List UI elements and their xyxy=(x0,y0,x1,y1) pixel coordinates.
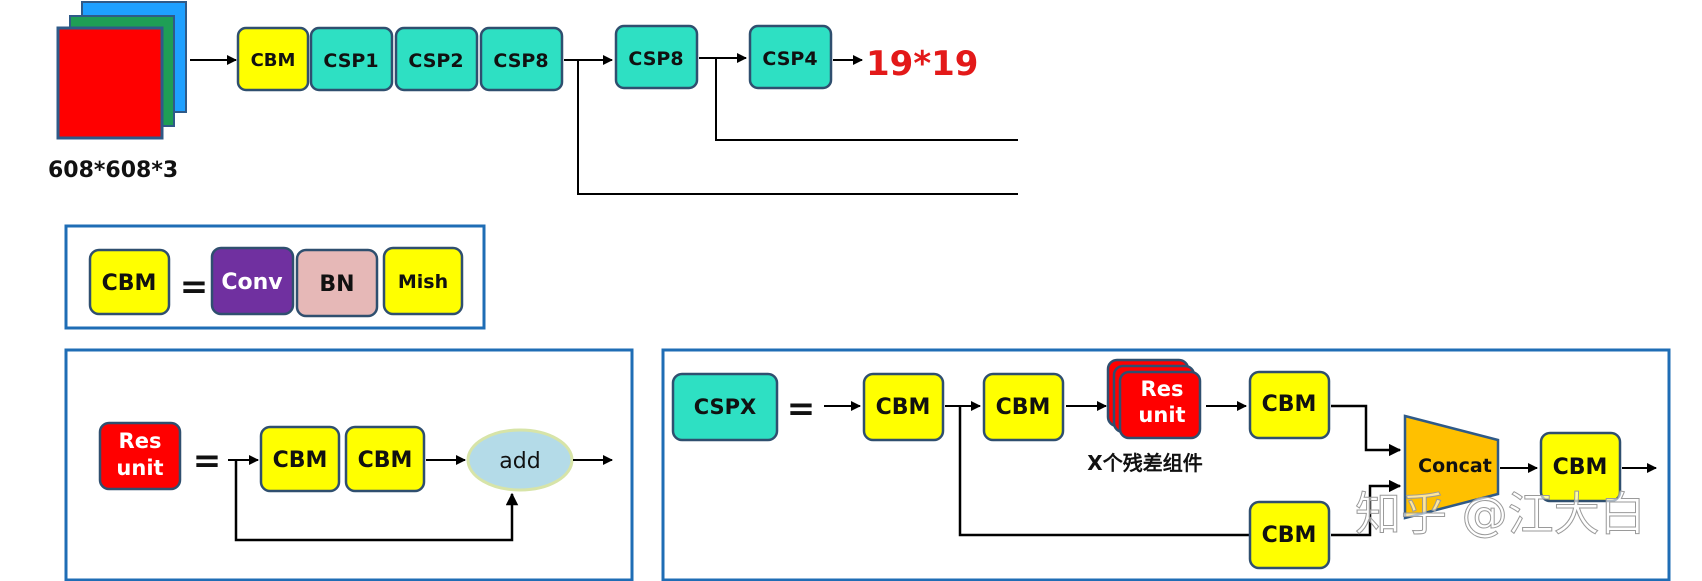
cspx-arrow-bottom-concat xyxy=(1331,479,1402,537)
concat-block: Concat xyxy=(1403,414,1500,520)
backbone-csp4-block: CSP4 xyxy=(748,24,833,90)
add-node: add xyxy=(466,428,574,492)
bn-block: BN xyxy=(295,248,379,318)
res-skip-connection xyxy=(234,460,519,542)
cspx-legend-frame xyxy=(661,348,1671,581)
conv-label: Conv xyxy=(221,270,283,295)
backbone-csp4-label: CSP4 xyxy=(762,48,817,70)
cspx-lhs-label: CSPX xyxy=(694,395,757,419)
cspx-res-line2: unit xyxy=(1138,403,1185,427)
cspx-cbm-block-3: CBM xyxy=(1248,370,1331,440)
cspx-arrow-cbm3-concat xyxy=(1331,404,1402,457)
res-cbm-block-1: CBM xyxy=(259,425,341,493)
concat-label: Concat xyxy=(1418,455,1492,477)
res-unit-lhs-block: Res unit xyxy=(98,421,182,491)
mish-label: Mish xyxy=(398,271,448,293)
cspx-cbm-block-2: CBM xyxy=(982,372,1065,442)
backbone-cbm-block: CBM xyxy=(236,26,310,92)
backbone-csp8-second-label: CSP8 xyxy=(628,48,683,70)
cspx-cbm-label-1: CBM xyxy=(876,395,931,420)
backbone-cbm-label: CBM xyxy=(251,50,296,71)
cspx-cbm-block-1: CBM xyxy=(862,372,945,442)
cspx-lhs-block: CSPX xyxy=(671,372,779,442)
res-unit-lhs-line2: unit xyxy=(116,456,163,480)
cspx-res-caption: X个残差组件 xyxy=(1087,451,1202,475)
cspx-res-unit-stack: Res unit xyxy=(1106,358,1202,440)
res-unit-lhs-line1: Res xyxy=(119,429,162,453)
input-image-stack xyxy=(56,1,187,140)
cspx-cbm-label-3: CBM xyxy=(1262,392,1317,417)
branch-line-lower xyxy=(577,60,1018,195)
backbone-csp1-block: CSP1 xyxy=(309,26,394,92)
res-cbm-block-2: CBM xyxy=(344,425,426,493)
cspx-res-line1: Res xyxy=(1141,377,1184,401)
backbone-csp2-label: CSP2 xyxy=(408,50,463,72)
conv-block: Conv xyxy=(210,246,295,316)
backbone-csp8-second-block: CSP8 xyxy=(614,24,699,90)
backbone-csp1-label: CSP1 xyxy=(323,50,378,72)
backbone-csp2-block: CSP2 xyxy=(394,26,479,92)
res-cbm-label-2: CBM xyxy=(358,448,413,473)
cspx-cbm-label-2: CBM xyxy=(996,395,1051,420)
cbm-legend-equals: = xyxy=(180,267,209,307)
input-size-label: 608*608*3 xyxy=(48,158,178,183)
watermark-text: 知乎 @江大白 xyxy=(1355,487,1646,541)
cspx-cbm-out-block: CBM xyxy=(1539,431,1622,503)
cbm-legend-frame xyxy=(64,224,486,330)
cspx-cbm-bottom-label: CBM xyxy=(1262,523,1317,548)
cbm-legend-lhs-block: CBM xyxy=(88,248,171,316)
backbone-csp8-block: CSP8 xyxy=(479,26,564,92)
cspx-equals: = xyxy=(787,389,816,429)
cspx-cbm-bottom-block: CBM xyxy=(1248,500,1331,570)
cspx-cbm-out-label: CBM xyxy=(1553,455,1608,480)
cbm-legend-lhs-label: CBM xyxy=(102,271,157,296)
res-unit-equals: = xyxy=(193,441,222,481)
mish-block: Mish xyxy=(382,246,464,316)
branch-line-upper xyxy=(715,58,1018,141)
add-label: add xyxy=(499,449,540,474)
backbone-csp8-label: CSP8 xyxy=(493,50,548,72)
res-cbm-label-1: CBM xyxy=(273,448,328,473)
res-unit-legend-frame xyxy=(64,348,634,581)
bn-label: BN xyxy=(319,272,354,297)
output-size-label: 19*19 xyxy=(866,44,978,84)
cspx-split-branch xyxy=(958,406,1250,537)
